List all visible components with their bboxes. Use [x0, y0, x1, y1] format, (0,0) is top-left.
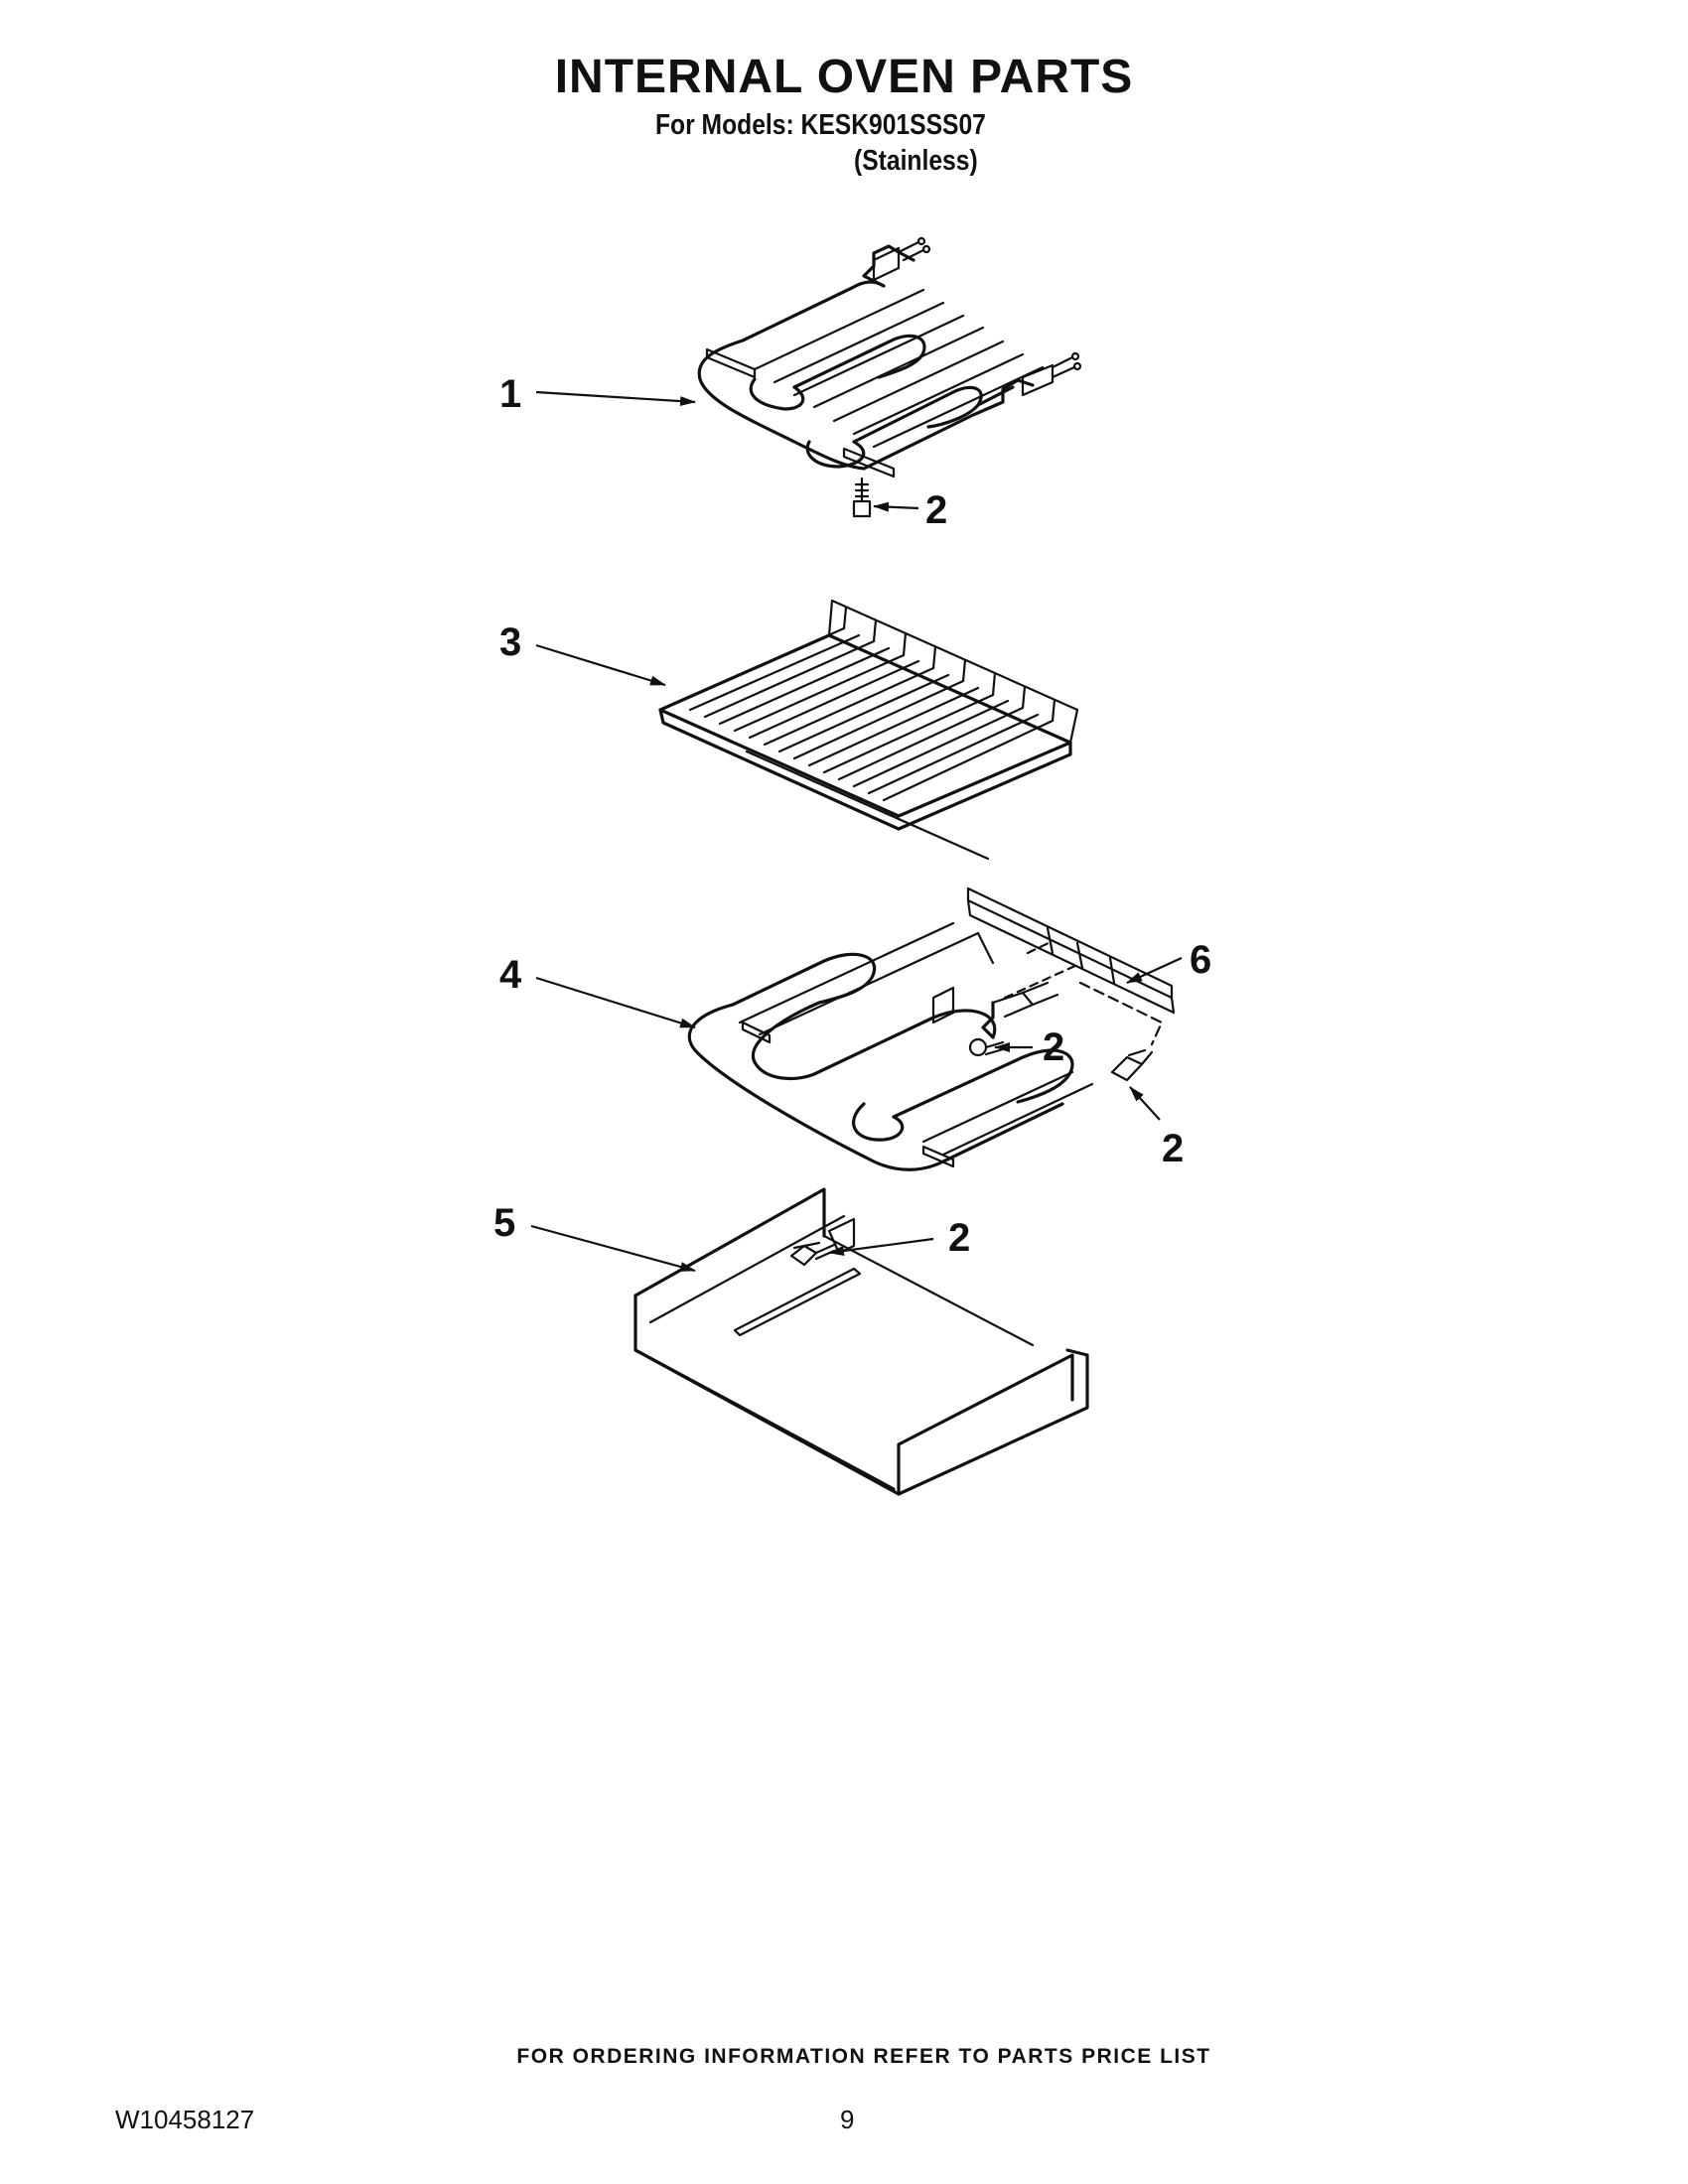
oven-rack — [658, 599, 1079, 861]
ordering-note: FOR ORDERING INFORMATION REFER TO PARTS … — [516, 2045, 1211, 2068]
rack-wires — [673, 626, 1055, 802]
document-number: W10458127 — [115, 2105, 255, 2134]
rear-bracket — [966, 887, 1176, 1082]
leader-lines — [530, 390, 1183, 1273]
page-title: INTERNAL OVEN PARTS — [554, 51, 1134, 103]
callout-4: 4 — [499, 953, 522, 997]
page-number: 9 — [840, 2105, 855, 2134]
callout-2-tray-screw: 2 — [948, 1216, 970, 1260]
callout-1: 1 — [499, 372, 521, 416]
tray — [633, 1187, 1089, 1496]
callout-6: 6 — [1190, 938, 1211, 982]
callout-2-bracket-screw: 2 — [1162, 1127, 1184, 1170]
finish-line: (Stainless) — [854, 145, 978, 177]
callout-5: 5 — [493, 1201, 515, 1245]
callout-2-bake-screw: 2 — [1043, 1025, 1064, 1069]
callout-3: 3 — [499, 620, 521, 664]
broil-element — [697, 236, 1082, 518]
rack-back-stops — [842, 606, 1056, 723]
models-line: For Models: KESK901SSS07 — [655, 109, 986, 141]
callout-2-broil-screw: 2 — [925, 488, 947, 532]
